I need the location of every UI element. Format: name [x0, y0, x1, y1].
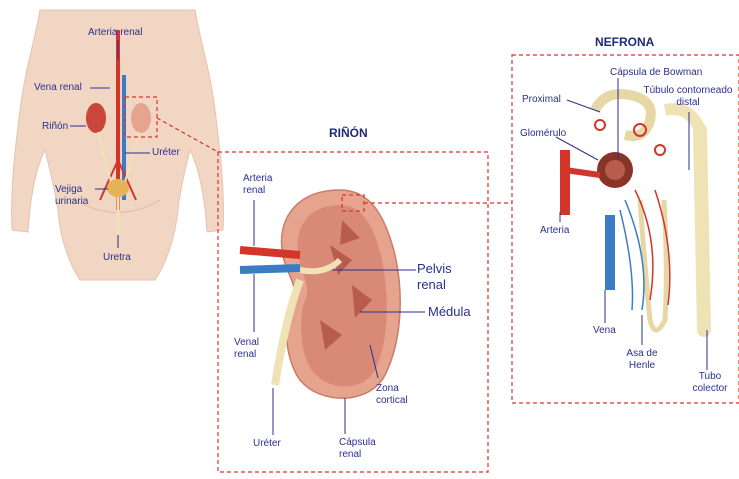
label-kidney-medula: Médula [428, 304, 471, 320]
label-nephron-asa-henle: Asa de Henle [620, 348, 664, 372]
label-nephron-vena: Vena [593, 325, 616, 337]
label-nephron-glomerulo: Glomérulo [520, 128, 566, 140]
label-kidney-vena-renal: Venal renal [234, 337, 259, 361]
label-kidney-arteria-renal: Arteria renal [243, 173, 272, 197]
label-body-uretra: Uretra [103, 252, 131, 264]
label-kidney-zona-cortical: Zona cortical [376, 383, 408, 407]
label-nephron-capsula-bowman: Cápsula de Bowman [610, 67, 702, 79]
label-kidney-ureter: Uréter [253, 438, 281, 450]
label-nephron-tubo-colector: Tubo colector [688, 371, 732, 395]
kidney-illustration [240, 190, 400, 398]
label-nephron-proximal: Proximal [522, 94, 561, 106]
label-body-arteria-renal: Arteria renal [88, 27, 142, 39]
kidney-panel-title: RIÑÓN [329, 126, 368, 140]
nephron-illustration [565, 94, 704, 330]
label-body-vejiga: Vejiga urinaria [55, 184, 88, 208]
label-body-ureter: Uréter [152, 147, 180, 159]
nephron-leader-lines [556, 78, 707, 370]
label-nephron-arteria: Arteria [540, 225, 569, 237]
label-body-vena-renal: Vena renal [34, 82, 82, 94]
label-nephron-tubulo-distal: Túbulo contorneado distal [638, 85, 738, 109]
nephron-panel-title: NEFRONA [595, 35, 654, 49]
label-kidney-pelvis-renal: Pelvis renal [417, 261, 452, 293]
label-kidney-capsula-renal: Cápsula renal [339, 437, 376, 461]
label-body-rinon: Riñón [42, 121, 68, 133]
